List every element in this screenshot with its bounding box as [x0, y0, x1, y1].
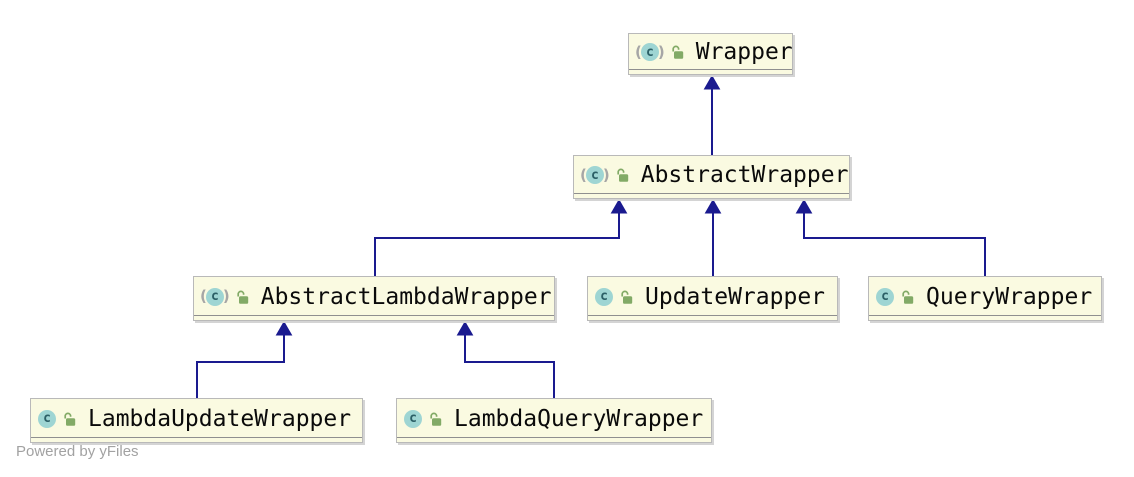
abstract-paren-close: )	[602, 165, 610, 184]
class-icon: c	[640, 43, 659, 61]
abstract-class-icon: (c)	[580, 165, 610, 184]
abstract-paren-close: )	[222, 287, 230, 305]
class-node-abstract-wrapper[interactable]: (c) AbstractWrapper	[573, 155, 850, 199]
inheritance-edge-abstract-lambda-wrapper-to-abstract-wrapper[interactable]	[374, 198, 628, 276]
class-name-label: Wrapper	[695, 39, 793, 65]
inheritance-edge-query-wrapper-to-abstract-wrapper[interactable]	[795, 198, 986, 276]
abstract-paren-open: (	[580, 165, 587, 184]
class-name-label: LambdaUpdateWrapper	[88, 405, 352, 432]
abstract-class-icon: (c)	[635, 42, 665, 61]
class-node-abstract-lambda-wrapper[interactable]: (c) AbstractLambdaWrapper	[193, 276, 555, 321]
class-name-label: UpdateWrapper	[645, 283, 826, 310]
compartment-separator	[397, 437, 711, 438]
unlocked-icon	[899, 289, 915, 305]
class-name-label: LambdaQueryWrapper	[454, 405, 704, 432]
class-icon: c	[876, 287, 894, 306]
class-icon: c	[876, 287, 894, 306]
inheritance-edge-abstract-wrapper-to-wrapper[interactable]	[703, 74, 721, 155]
unlocked-icon	[614, 167, 630, 183]
abstract-paren-open: (	[200, 287, 207, 305]
class-name-label: AbstractWrapper	[640, 162, 849, 188]
class-node-update-wrapper[interactable]: c UpdateWrapper	[587, 276, 838, 321]
class-icon: c	[404, 409, 422, 428]
compartment-separator	[194, 315, 554, 316]
compartment-separator	[574, 193, 849, 194]
compartment-separator	[629, 69, 792, 70]
class-node-lambda-update-wrapper[interactable]: c LambdaUpdateWrapper	[30, 398, 363, 443]
class-icon: c	[585, 166, 604, 184]
abstract-paren-close: )	[657, 42, 665, 61]
unlocked-icon	[618, 289, 634, 305]
compartment-separator	[588, 315, 837, 316]
yfiles-watermark: Powered by yFiles	[16, 443, 139, 460]
class-name-label: QueryWrapper	[926, 283, 1093, 310]
class-icon: c	[595, 287, 613, 306]
class-icon: c	[205, 287, 224, 306]
class-icon: c	[595, 287, 613, 306]
unlocked-icon	[234, 289, 250, 305]
compartment-separator	[869, 315, 1101, 316]
inheritance-edge-lambda-update-wrapper-to-abstract-lambda-wrapper[interactable]	[196, 320, 293, 398]
unlocked-icon	[669, 44, 685, 60]
inheritance-edge-update-wrapper-to-abstract-wrapper[interactable]	[704, 198, 722, 276]
class-name-label: AbstractLambdaWrapper	[260, 283, 552, 310]
class-node-lambda-query-wrapper[interactable]: c LambdaQueryWrapper	[396, 398, 712, 443]
class-node-wrapper[interactable]: (c) Wrapper	[628, 33, 793, 75]
class-node-query-wrapper[interactable]: c QueryWrapper	[868, 276, 1102, 321]
unlocked-icon	[61, 411, 77, 427]
compartment-separator	[31, 437, 362, 438]
class-icon: c	[38, 409, 56, 428]
abstract-paren-open: (	[635, 42, 642, 61]
unlocked-icon	[427, 411, 443, 427]
abstract-class-icon: (c)	[200, 287, 230, 306]
inheritance-edge-lambda-query-wrapper-to-abstract-lambda-wrapper[interactable]	[456, 320, 555, 398]
class-icon: c	[38, 409, 56, 428]
class-icon: c	[404, 409, 422, 428]
